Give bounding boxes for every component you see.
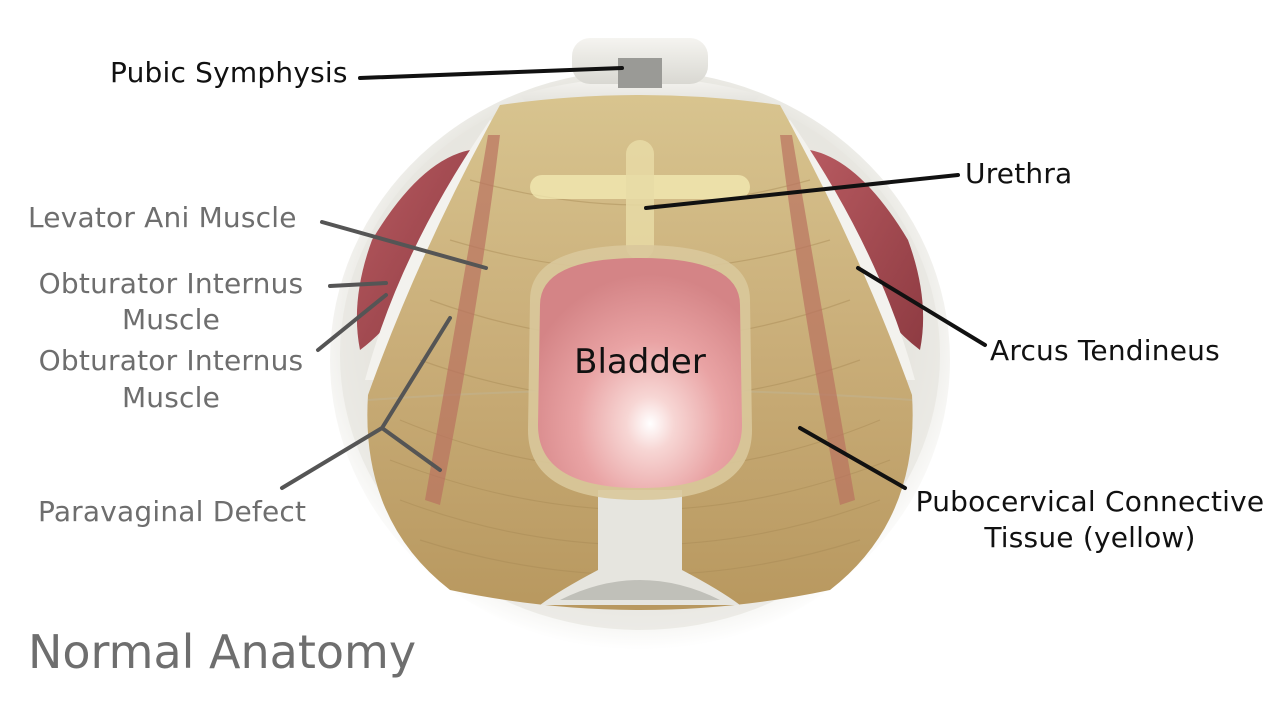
pubocervical-label-line1: Pubocervical Connective xyxy=(915,485,1265,518)
pubic-symphysis-joint xyxy=(618,58,662,88)
left-levator-ani xyxy=(425,135,500,505)
arcus-tendineus-label: Arcus Tendineus xyxy=(990,334,1220,367)
pubocervical-leader xyxy=(798,426,907,490)
obturator-label-2-line1: Obturator Internus xyxy=(38,344,304,377)
obturator-label-1-line1: Obturator Internus xyxy=(38,267,304,300)
arcus-tendineus-leader xyxy=(856,266,987,347)
obturator-leader-1 xyxy=(328,281,388,288)
page-title: Normal Anatomy xyxy=(28,625,417,679)
levator-ani-leader xyxy=(320,220,488,270)
urethra-label: Urethra xyxy=(965,157,1073,190)
obturator-leader-2 xyxy=(316,293,388,352)
pubic-symphysis-label: Pubic Symphysis xyxy=(110,56,348,89)
obturator-label-2-line2: Muscle xyxy=(121,381,221,414)
levator-ani-label: Levator Ani Muscle xyxy=(28,201,297,234)
bladder-label: Bladder xyxy=(574,342,706,382)
urethra-leader xyxy=(644,173,960,210)
vaginal-canal xyxy=(540,490,740,605)
paravaginal-defect-leader xyxy=(280,316,452,490)
pubocervical-label-line2: Tissue (yellow) xyxy=(984,521,1196,554)
bladder xyxy=(538,258,742,488)
pubic-symphysis-leader xyxy=(358,66,624,80)
right-levator-ani xyxy=(780,135,855,505)
paravaginal-defect-label: Paravaginal Defect xyxy=(38,495,307,528)
obturator-label-1-line2: Muscle xyxy=(121,303,221,336)
urethra xyxy=(626,140,654,260)
